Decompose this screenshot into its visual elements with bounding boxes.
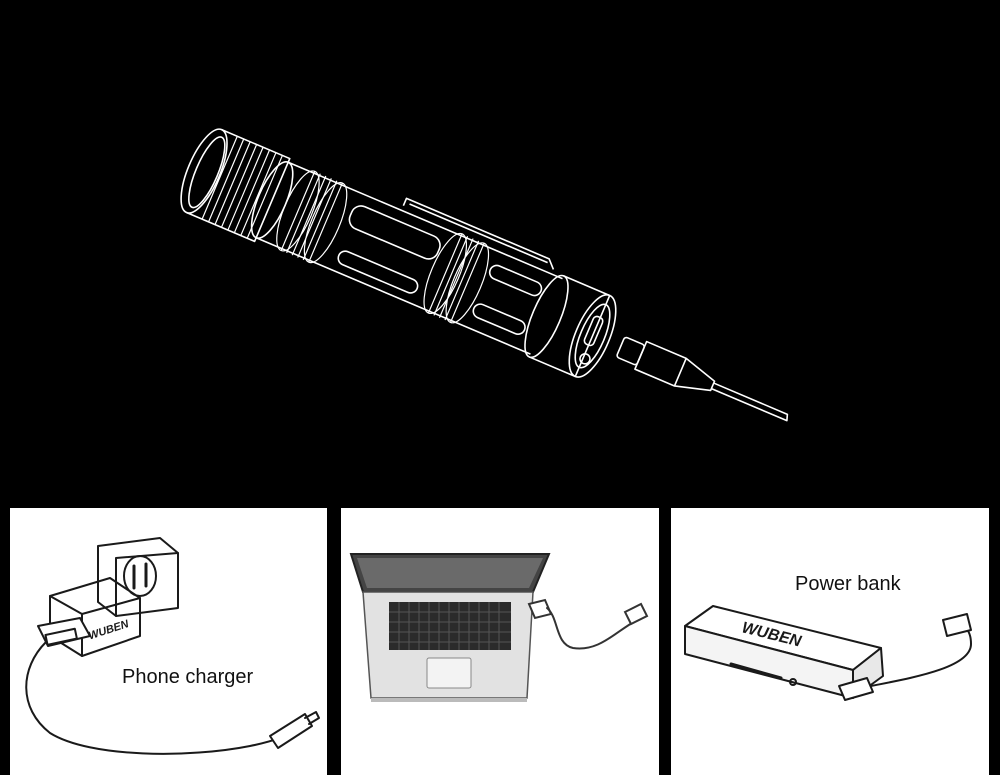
power-bank-label: Power bank: [795, 573, 901, 595]
flashlight-illustration: [180, 128, 789, 422]
charger-brand-logo: WUBEN: [87, 618, 131, 643]
phone-charger-label: Phone charger: [122, 666, 254, 688]
laptop-illustration: [349, 553, 649, 702]
laptop-panel: [341, 508, 659, 775]
wall-charger-illustration: WUBEN: [25, 537, 320, 755]
power-bank-illustration: WUBEN: [684, 605, 972, 701]
power-bank-panel: Power bank WUBEN: [671, 508, 989, 775]
phone-charger-panel: WUBEN Phone charger: [10, 508, 327, 775]
